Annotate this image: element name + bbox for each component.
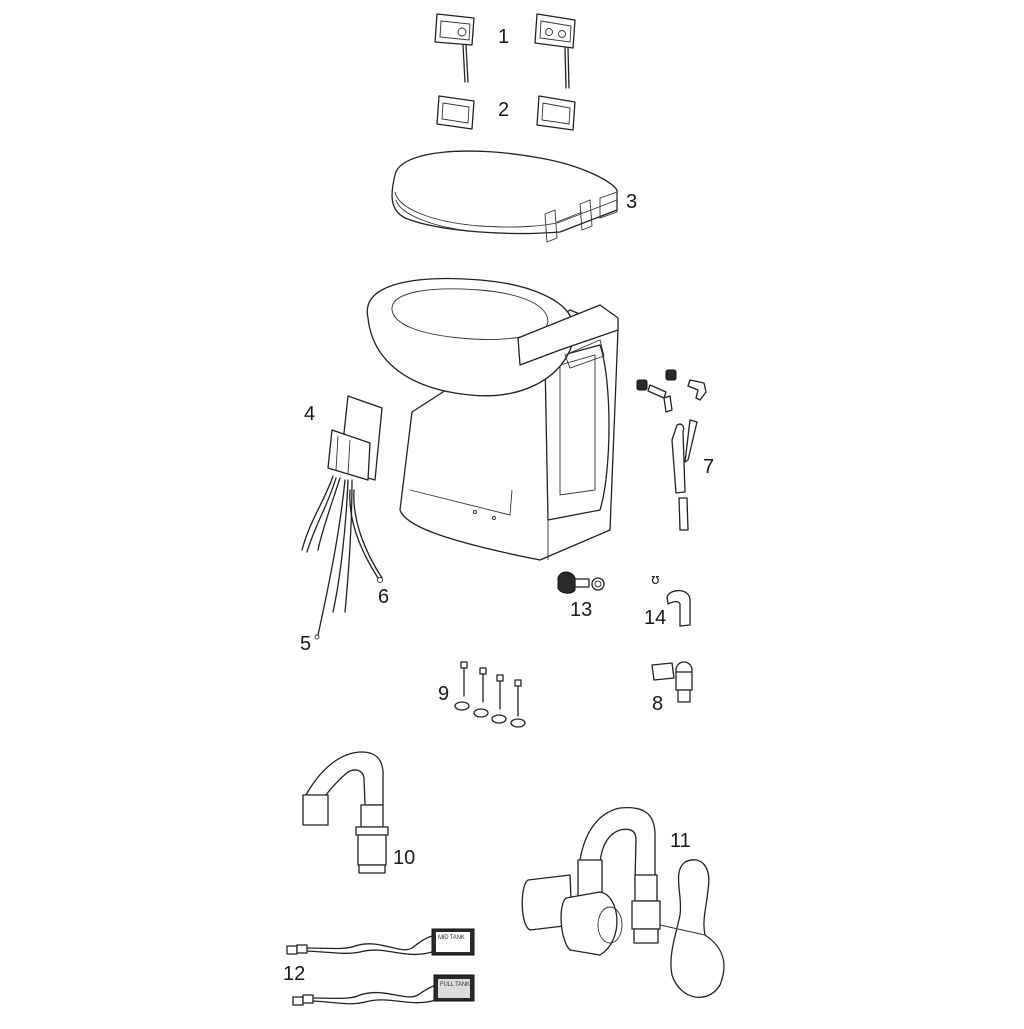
callout-8: 8 [652, 693, 664, 715]
y-hose-fittings [636, 369, 707, 531]
control-panel-single [434, 13, 475, 83]
callout-9: 9 [438, 683, 450, 705]
callout-3: 3 [626, 191, 638, 213]
toilet-bowl [366, 277, 619, 561]
callout-13: 13 [570, 599, 593, 621]
callout-4: 4 [304, 403, 316, 425]
bolts-washers [454, 661, 526, 728]
toilet-seat-lid [391, 150, 618, 243]
callout-14: 14 [644, 607, 667, 629]
full-tank-label: FULL TANK [440, 982, 470, 988]
svg-text:ʊ: ʊ [651, 572, 660, 588]
control-box [327, 395, 383, 481]
callout-5: 5 [300, 633, 312, 655]
tank-sensor-mid [286, 928, 475, 956]
callout-6: 6 [378, 586, 390, 608]
control-panel-dual [534, 13, 576, 89]
callout-7: 7 [703, 456, 715, 478]
panel-cover-right [536, 95, 576, 131]
pump-assembly-11 [521, 806, 725, 998]
callout-11: 11 [670, 830, 691, 852]
callout-2: 2 [498, 99, 510, 121]
fitting-13 [557, 571, 605, 594]
valve-8 [651, 661, 693, 703]
panel-cover-left [436, 95, 475, 130]
callout-1: 1 [498, 26, 510, 48]
callout-12: 12 [283, 963, 306, 985]
mid-tank-label: MID TANK [438, 935, 465, 941]
tank-sensor-full [292, 974, 475, 1006]
flush-hose-10 [302, 751, 389, 874]
wiring-harness [301, 475, 383, 640]
elbow-hose-14: ʊ [651, 572, 691, 627]
callout-10: 10 [393, 847, 416, 869]
